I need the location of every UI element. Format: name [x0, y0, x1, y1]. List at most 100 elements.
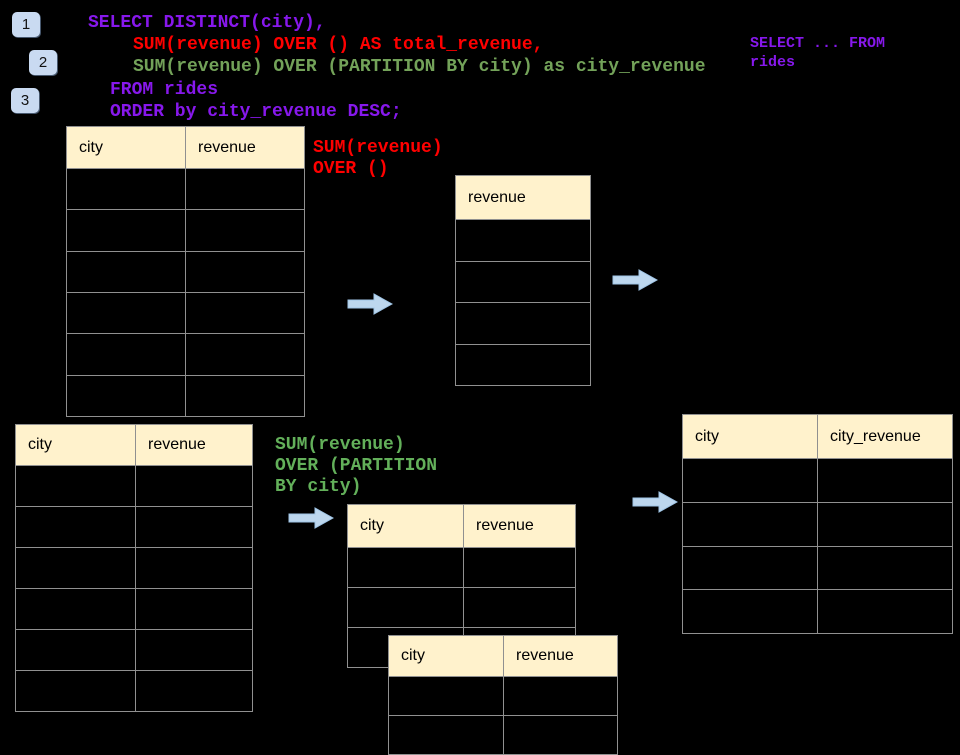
step-badge-3-label: 3: [20, 92, 30, 109]
table-cell: [67, 292, 186, 334]
table-partition-overlay: city revenue: [388, 635, 618, 755]
step-badge-2-label: 2: [38, 54, 48, 71]
table-cell: [818, 459, 952, 502]
table-cell: [136, 671, 252, 711]
sql-line-from: FROM rides: [110, 80, 219, 100]
table-cell: [683, 502, 818, 546]
table-cell: [136, 548, 252, 588]
table-cell: [67, 251, 186, 292]
table-source-top: city revenue: [66, 126, 305, 417]
flow-arrow-1-icon: [347, 293, 393, 315]
sql-line-total-revenue: SUM(revenue) OVER () AS total_revenue,: [133, 35, 544, 55]
table-cell: [186, 169, 304, 209]
table-cell: [186, 210, 304, 250]
table-row: [67, 210, 304, 252]
table-row: [456, 262, 590, 303]
table-cell: [16, 507, 136, 547]
column-header-revenue: revenue: [476, 517, 534, 534]
step-badge-1: 1: [12, 12, 40, 37]
column-header-revenue: revenue: [516, 647, 574, 664]
table-cell: [464, 588, 575, 627]
table-row: [456, 345, 590, 386]
table-total-result: revenue: [455, 175, 591, 386]
table-cell: [16, 630, 136, 670]
column-header-revenue: revenue: [468, 188, 526, 206]
table-cell: [186, 334, 304, 374]
table-cell: [136, 507, 252, 547]
annotation-sum-over-total: SUM(revenue) OVER (): [313, 138, 443, 179]
table-cell: [136, 630, 252, 670]
annotation-sum-over-partition: SUM(revenue) OVER (PARTITION BY city): [275, 435, 438, 497]
table-row: [683, 546, 952, 591]
table-cell: [456, 345, 590, 386]
step-badge-3: 3: [11, 88, 39, 113]
table-cell: [504, 716, 617, 754]
table-cell: [456, 220, 590, 261]
table-cell: [456, 262, 590, 303]
table-cell: [818, 590, 952, 633]
table-row: [389, 716, 617, 754]
table-cell: [67, 169, 186, 210]
column-header-city: city: [348, 505, 464, 547]
table-row: [16, 630, 252, 671]
table-cell: [67, 210, 186, 251]
column-header-city: city: [683, 415, 818, 458]
table-partition-step: city revenue: [347, 504, 576, 668]
sql-line-order-by: ORDER by city_revenue DESC;: [110, 102, 402, 122]
table-row: [16, 671, 252, 711]
table-row: [348, 548, 575, 588]
table-row: [16, 548, 252, 589]
table-cell: [348, 548, 464, 587]
step-badge-1-label: 1: [21, 16, 31, 33]
table-row: [683, 590, 952, 633]
table-cell: [389, 677, 504, 715]
flow-arrow-2-icon: [612, 269, 658, 291]
table-final-result: city city_revenue: [682, 414, 953, 634]
table-cell: [186, 293, 304, 333]
table-cell: [136, 589, 252, 629]
table-row: [16, 466, 252, 507]
table-row: [683, 502, 952, 547]
table-cell: [16, 466, 136, 506]
table-row: [67, 251, 304, 293]
table-source-bottom: city revenue: [15, 424, 253, 712]
table-row: [67, 292, 304, 335]
flow-arrow-4-icon: [632, 491, 678, 513]
column-header-city: city: [16, 425, 136, 465]
sql-line-select: SELECT DISTINCT(city),: [88, 13, 326, 33]
column-header-revenue: revenue: [198, 138, 256, 156]
table-cell: [504, 677, 617, 715]
table-cell: [186, 252, 304, 292]
table-cell: [16, 671, 136, 711]
table-cell: [818, 547, 952, 590]
table-cell: [683, 459, 818, 502]
table-row: [67, 334, 304, 376]
flow-arrow-3-icon: [288, 507, 334, 529]
column-header-city: city: [389, 636, 504, 676]
table-cell: [683, 546, 818, 590]
table-cell: [389, 716, 504, 754]
step-badge-2: 2: [29, 50, 57, 75]
table-cell: [456, 303, 590, 344]
table-cell: [136, 466, 252, 506]
table-cell: [67, 375, 186, 416]
table-row: [16, 589, 252, 630]
column-header-city: city: [67, 127, 186, 168]
table-cell: [67, 334, 186, 375]
side-note-select-from-rides: SELECT ... FROM rides: [750, 35, 886, 71]
table-row: [16, 507, 252, 548]
table-cell: [186, 376, 304, 416]
column-header-city-revenue: city_revenue: [830, 427, 921, 445]
table-row: [683, 459, 952, 503]
table-row: [67, 375, 304, 416]
table-cell: [683, 590, 818, 633]
table-cell: [16, 548, 136, 588]
table-row: [67, 169, 304, 211]
table-cell: [464, 548, 575, 587]
sql-line-city-revenue: SUM(revenue) OVER (PARTITION BY city) as…: [133, 57, 706, 77]
table-row: [389, 677, 617, 716]
table-cell: [818, 503, 952, 546]
column-header-revenue: revenue: [148, 436, 206, 453]
table-cell: [348, 588, 464, 627]
table-row: [456, 220, 590, 262]
